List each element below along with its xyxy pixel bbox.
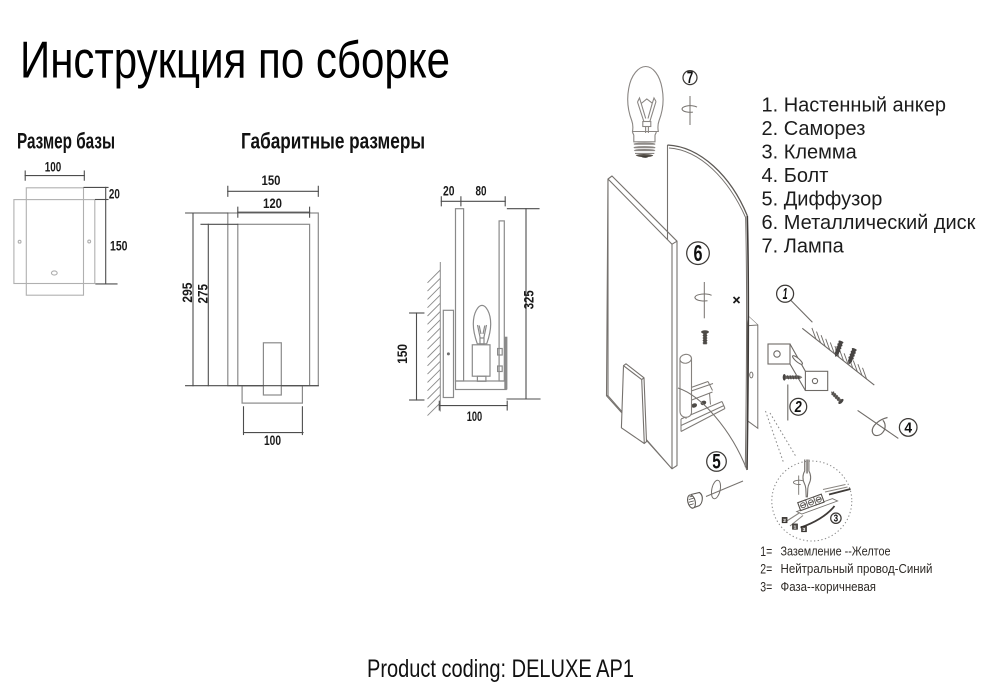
svg-text:7: 7 — [687, 68, 694, 87]
svg-text:Фаза--коричневая: Фаза--коричневая — [781, 580, 877, 594]
svg-text:3=: 3= — [760, 579, 772, 595]
svg-text:Размер базы: Размер базы — [17, 129, 115, 154]
svg-text:20: 20 — [443, 183, 455, 198]
svg-text:Инструкция по сборке: Инструкция по сборке — [20, 32, 450, 90]
svg-text:Габаритные размеры: Габаритные размеры — [241, 129, 425, 154]
svg-text:1: 1 — [783, 286, 788, 303]
svg-text:2. Саморез: 2. Саморез — [762, 118, 866, 140]
svg-text:325: 325 — [521, 290, 536, 309]
svg-text:120: 120 — [263, 196, 282, 211]
svg-text:275: 275 — [195, 284, 210, 304]
svg-text:6: 6 — [694, 240, 703, 266]
svg-text:5. Диффузор: 5. Диффузор — [762, 189, 883, 211]
svg-text:150: 150 — [110, 239, 128, 254]
svg-text:20: 20 — [109, 186, 120, 201]
svg-text:Заземление --Желтое: Заземление --Желтое — [781, 545, 891, 559]
svg-text:4. Болт: 4. Болт — [762, 165, 829, 187]
svg-text:1. Настенный анкер: 1. Настенный анкер — [762, 95, 946, 117]
svg-text:1=: 1= — [760, 543, 772, 559]
svg-text:3. Клемма: 3. Клемма — [762, 142, 858, 164]
svg-text:150: 150 — [395, 344, 410, 364]
svg-text:100: 100 — [264, 433, 281, 448]
svg-text:Нейтральный провод-Синий: Нейтральный провод-Синий — [781, 562, 933, 576]
svg-text:2: 2 — [783, 518, 786, 524]
svg-text:80: 80 — [476, 183, 487, 198]
svg-text:100: 100 — [467, 409, 483, 424]
svg-text:3: 3 — [803, 527, 806, 533]
svg-text:2=: 2= — [760, 561, 772, 577]
svg-text:5: 5 — [712, 450, 721, 473]
svg-text:Product coding: DELUXE AP1: Product coding: DELUXE AP1 — [367, 655, 634, 683]
svg-text:6. Металлический диск: 6. Металлический диск — [762, 212, 976, 234]
svg-text:295: 295 — [180, 282, 195, 302]
svg-text:150: 150 — [262, 173, 281, 188]
svg-text:4: 4 — [904, 419, 912, 436]
svg-text:2: 2 — [794, 399, 802, 416]
svg-text:3: 3 — [834, 513, 839, 525]
svg-text:1: 1 — [794, 524, 797, 530]
svg-text:100: 100 — [45, 160, 62, 175]
svg-text:7. Лампа: 7. Лампа — [762, 236, 845, 258]
